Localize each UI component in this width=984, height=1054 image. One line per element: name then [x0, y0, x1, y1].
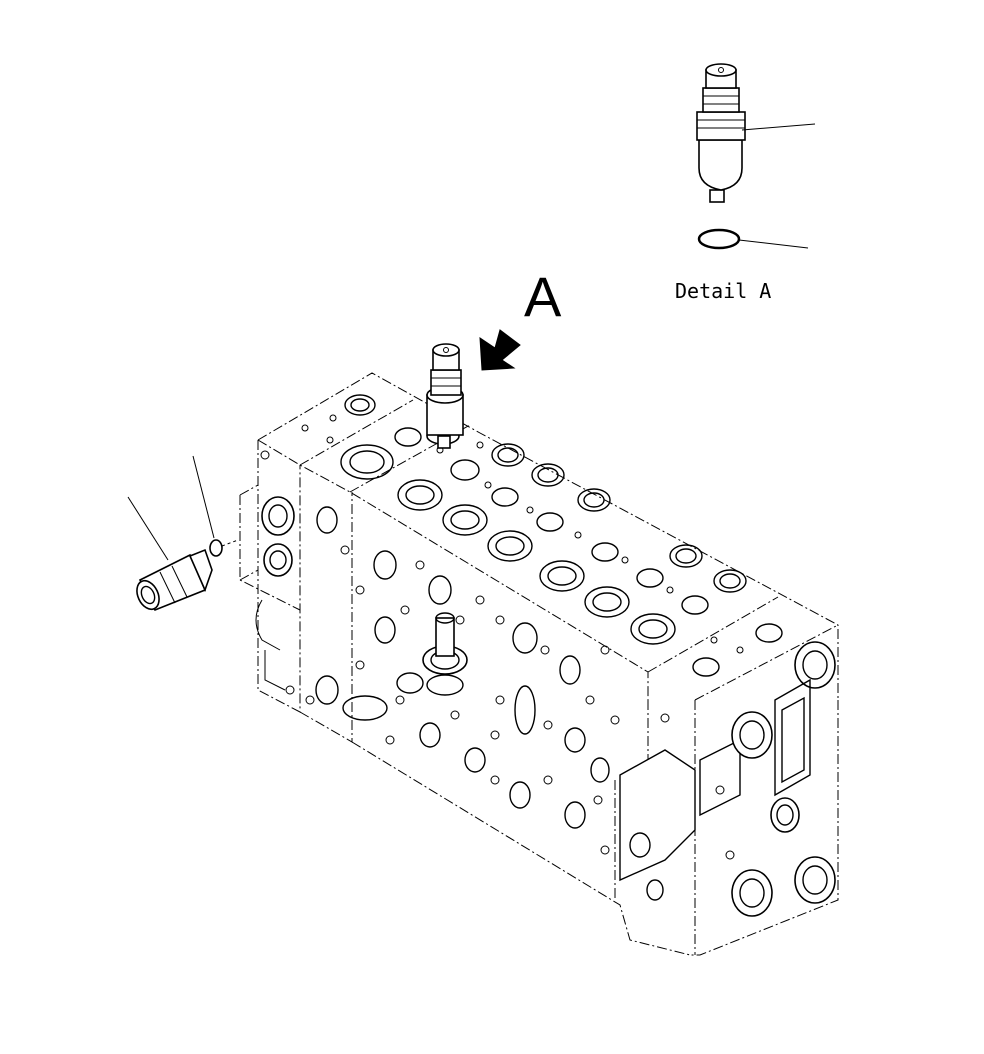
- detail-a-o-ring: [697, 228, 809, 250]
- view-arrow-a: [479, 329, 521, 371]
- view-label-a: A: [524, 265, 562, 328]
- plug-o-ring: [192, 455, 239, 557]
- plug-part: [127, 496, 213, 612]
- relief-valve-installed: [426, 343, 464, 449]
- control-valve-body: [239, 372, 839, 956]
- detail-a-relief-valve: [696, 63, 816, 203]
- detail-a-label: Detail A: [675, 279, 771, 303]
